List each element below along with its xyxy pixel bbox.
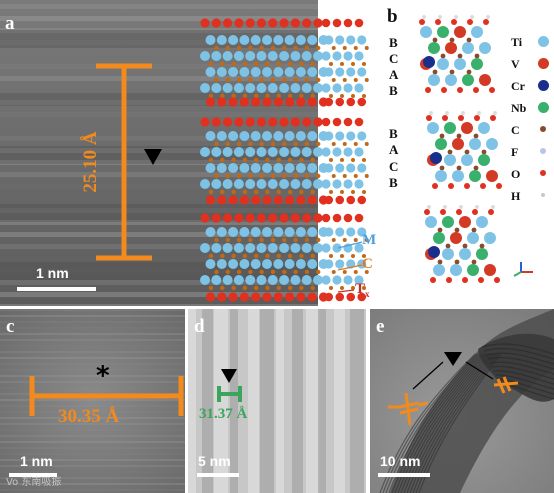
panel-a: a 25.10 Å 1 nm M C Tx <box>0 0 381 306</box>
scale-bar-c <box>9 473 57 477</box>
element-legend: Ti V Cr Nb C F O H <box>511 32 554 203</box>
layer-label-t: Tx <box>355 281 370 299</box>
stack1-letter: A <box>389 67 399 82</box>
marker-triangle <box>144 149 162 165</box>
marker-triangle-d <box>221 369 237 383</box>
legend-v: V <box>511 54 554 74</box>
axis-triad <box>513 262 533 277</box>
panel-d-image <box>188 309 366 493</box>
panel-label-d: d <box>194 316 205 337</box>
legend-c: C <box>511 120 554 140</box>
panel-c-image <box>0 309 185 493</box>
scale-bar-e <box>378 473 430 477</box>
stack1-letter: B <box>389 83 398 98</box>
spacing-measure-bar-c <box>29 376 184 416</box>
thickness-label: 25.10 Å <box>80 131 101 193</box>
legend-f: F <box>511 142 554 162</box>
legend-o: O <box>511 164 554 184</box>
scale-label-e: 10 nm <box>380 453 421 469</box>
panel-c: c * 30.35 Å 1 nm <box>0 309 185 493</box>
stack1-letter: B <box>389 35 398 50</box>
marker-triangle-e <box>444 352 462 366</box>
scale-bar-a <box>17 287 96 291</box>
scale-label-a: 1 nm <box>36 265 69 281</box>
panel-d: d 31.37 Å 5 nm <box>188 309 366 493</box>
legend-cr: Cr <box>511 76 554 96</box>
layer-label-m: M <box>362 232 377 248</box>
spacing-measure-bar-d <box>217 386 242 402</box>
structure-models <box>419 15 533 283</box>
panel-a-image <box>0 0 381 306</box>
stack2-letter: A <box>389 142 399 157</box>
thickness-measure-bar <box>96 63 152 261</box>
legend-ti: Ti <box>511 32 554 52</box>
panel-label-e: e <box>376 316 385 337</box>
legend-nb: Nb <box>511 98 554 118</box>
stack2-letter: B <box>389 126 398 141</box>
layer-label-c: C <box>362 256 373 272</box>
stack1-letter: C <box>389 51 399 66</box>
spacing-marker-right <box>493 376 519 394</box>
watermark: Vo 东南吸振 <box>6 477 62 488</box>
stack2-letter: C <box>389 159 399 174</box>
legend-h: H <box>511 186 554 206</box>
panel-label-c: c <box>6 316 15 337</box>
spacing-marker-left <box>388 392 429 426</box>
scale-label-d: 5 nm <box>198 453 231 469</box>
asterisk-marker: * <box>96 361 110 391</box>
panel-label-a: a <box>5 13 15 34</box>
spacing-label-c: 30.35 Å <box>58 406 120 427</box>
panel-b: b B C A B B A C B Ti V Cr Nb C F O H <box>381 0 554 306</box>
scale-bar-d <box>197 473 239 477</box>
panel-e-image <box>370 309 554 493</box>
scale-label-c: 1 nm <box>20 453 53 469</box>
stack2-letter: B <box>389 175 398 190</box>
spacing-label-d: 31.37 Å <box>199 406 248 422</box>
panel-e: e 10 nm <box>370 309 554 493</box>
panel-label-b: b <box>387 6 398 27</box>
